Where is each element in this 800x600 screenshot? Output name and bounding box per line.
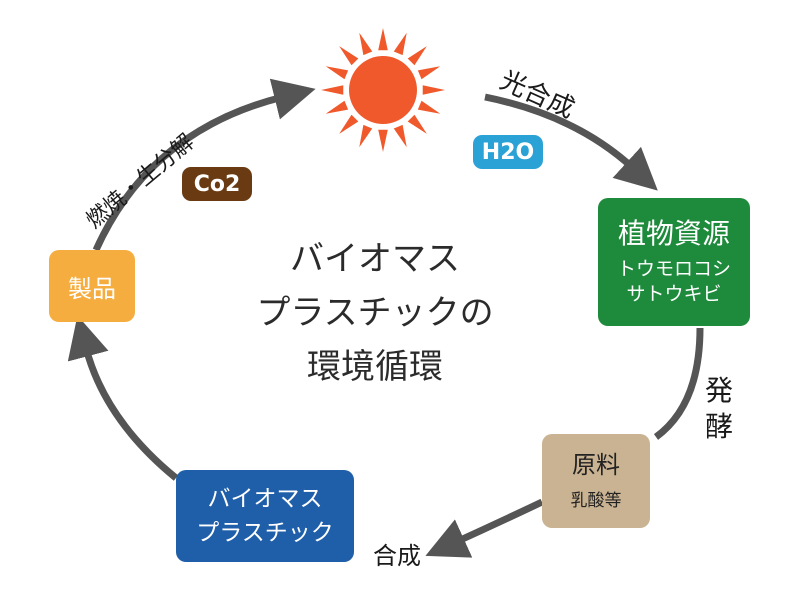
- center-title-line: 環境循環: [307, 347, 443, 387]
- center-title-line: バイオマス: [290, 239, 460, 279]
- raw-material-title: 原料: [572, 451, 620, 479]
- sun-ray: [378, 28, 388, 51]
- sun-ray: [339, 46, 359, 66]
- raw-material-box: 原料 乳酸等: [542, 434, 650, 528]
- arrow-bioplastic-to-product: [67, 315, 179, 481]
- plant-resource-item: サトウキビ: [626, 283, 722, 305]
- sun-ray: [393, 124, 407, 148]
- plant-resource-item: トウモロコシ: [616, 258, 731, 280]
- bioplastic-box: バイオマス プラスチック: [176, 470, 354, 562]
- center-title-line: プラスチックの: [256, 293, 494, 333]
- sun-ray: [325, 100, 349, 114]
- sun-icon: [321, 28, 445, 152]
- co2-badge: Co2: [182, 167, 252, 201]
- bioplastic-line: バイオマス: [207, 486, 323, 512]
- sun-ray: [325, 66, 349, 80]
- product-title: 製品: [68, 274, 116, 303]
- label-synthesis: 合成: [373, 542, 421, 570]
- sun-ray: [339, 114, 359, 134]
- label-fermentation: 発酵: [704, 374, 733, 443]
- sun-ray: [407, 114, 427, 134]
- sun-ray: [417, 100, 441, 114]
- arrow-raw-to-bioplastic: [425, 498, 544, 558]
- bioplastic-line: プラスチック: [196, 520, 334, 546]
- plant-resource-title: 植物資源: [617, 217, 730, 250]
- sun-ray: [417, 66, 441, 80]
- h2o-badge: H2O: [473, 135, 543, 169]
- sun-ray: [422, 85, 445, 95]
- arrow-plant-to-raw: [653, 327, 704, 440]
- sun-ray: [407, 46, 427, 66]
- plant-resource-box: 植物資源 トウモロコシ サトウキビ: [598, 198, 750, 326]
- product-box: 製品: [49, 250, 135, 322]
- center-title: バイオマス プラスチックの 環境循環: [240, 232, 510, 394]
- arrow-product-to-sun: [92, 78, 316, 252]
- arrow-sun-to-plant: [484, 93, 658, 191]
- raw-material-item: 乳酸等: [570, 491, 622, 511]
- sun-ray: [359, 124, 373, 148]
- sun-ray: [321, 85, 344, 95]
- sun-ray: [378, 129, 388, 152]
- sun-ray: [393, 32, 407, 56]
- sun-ray: [359, 32, 373, 56]
